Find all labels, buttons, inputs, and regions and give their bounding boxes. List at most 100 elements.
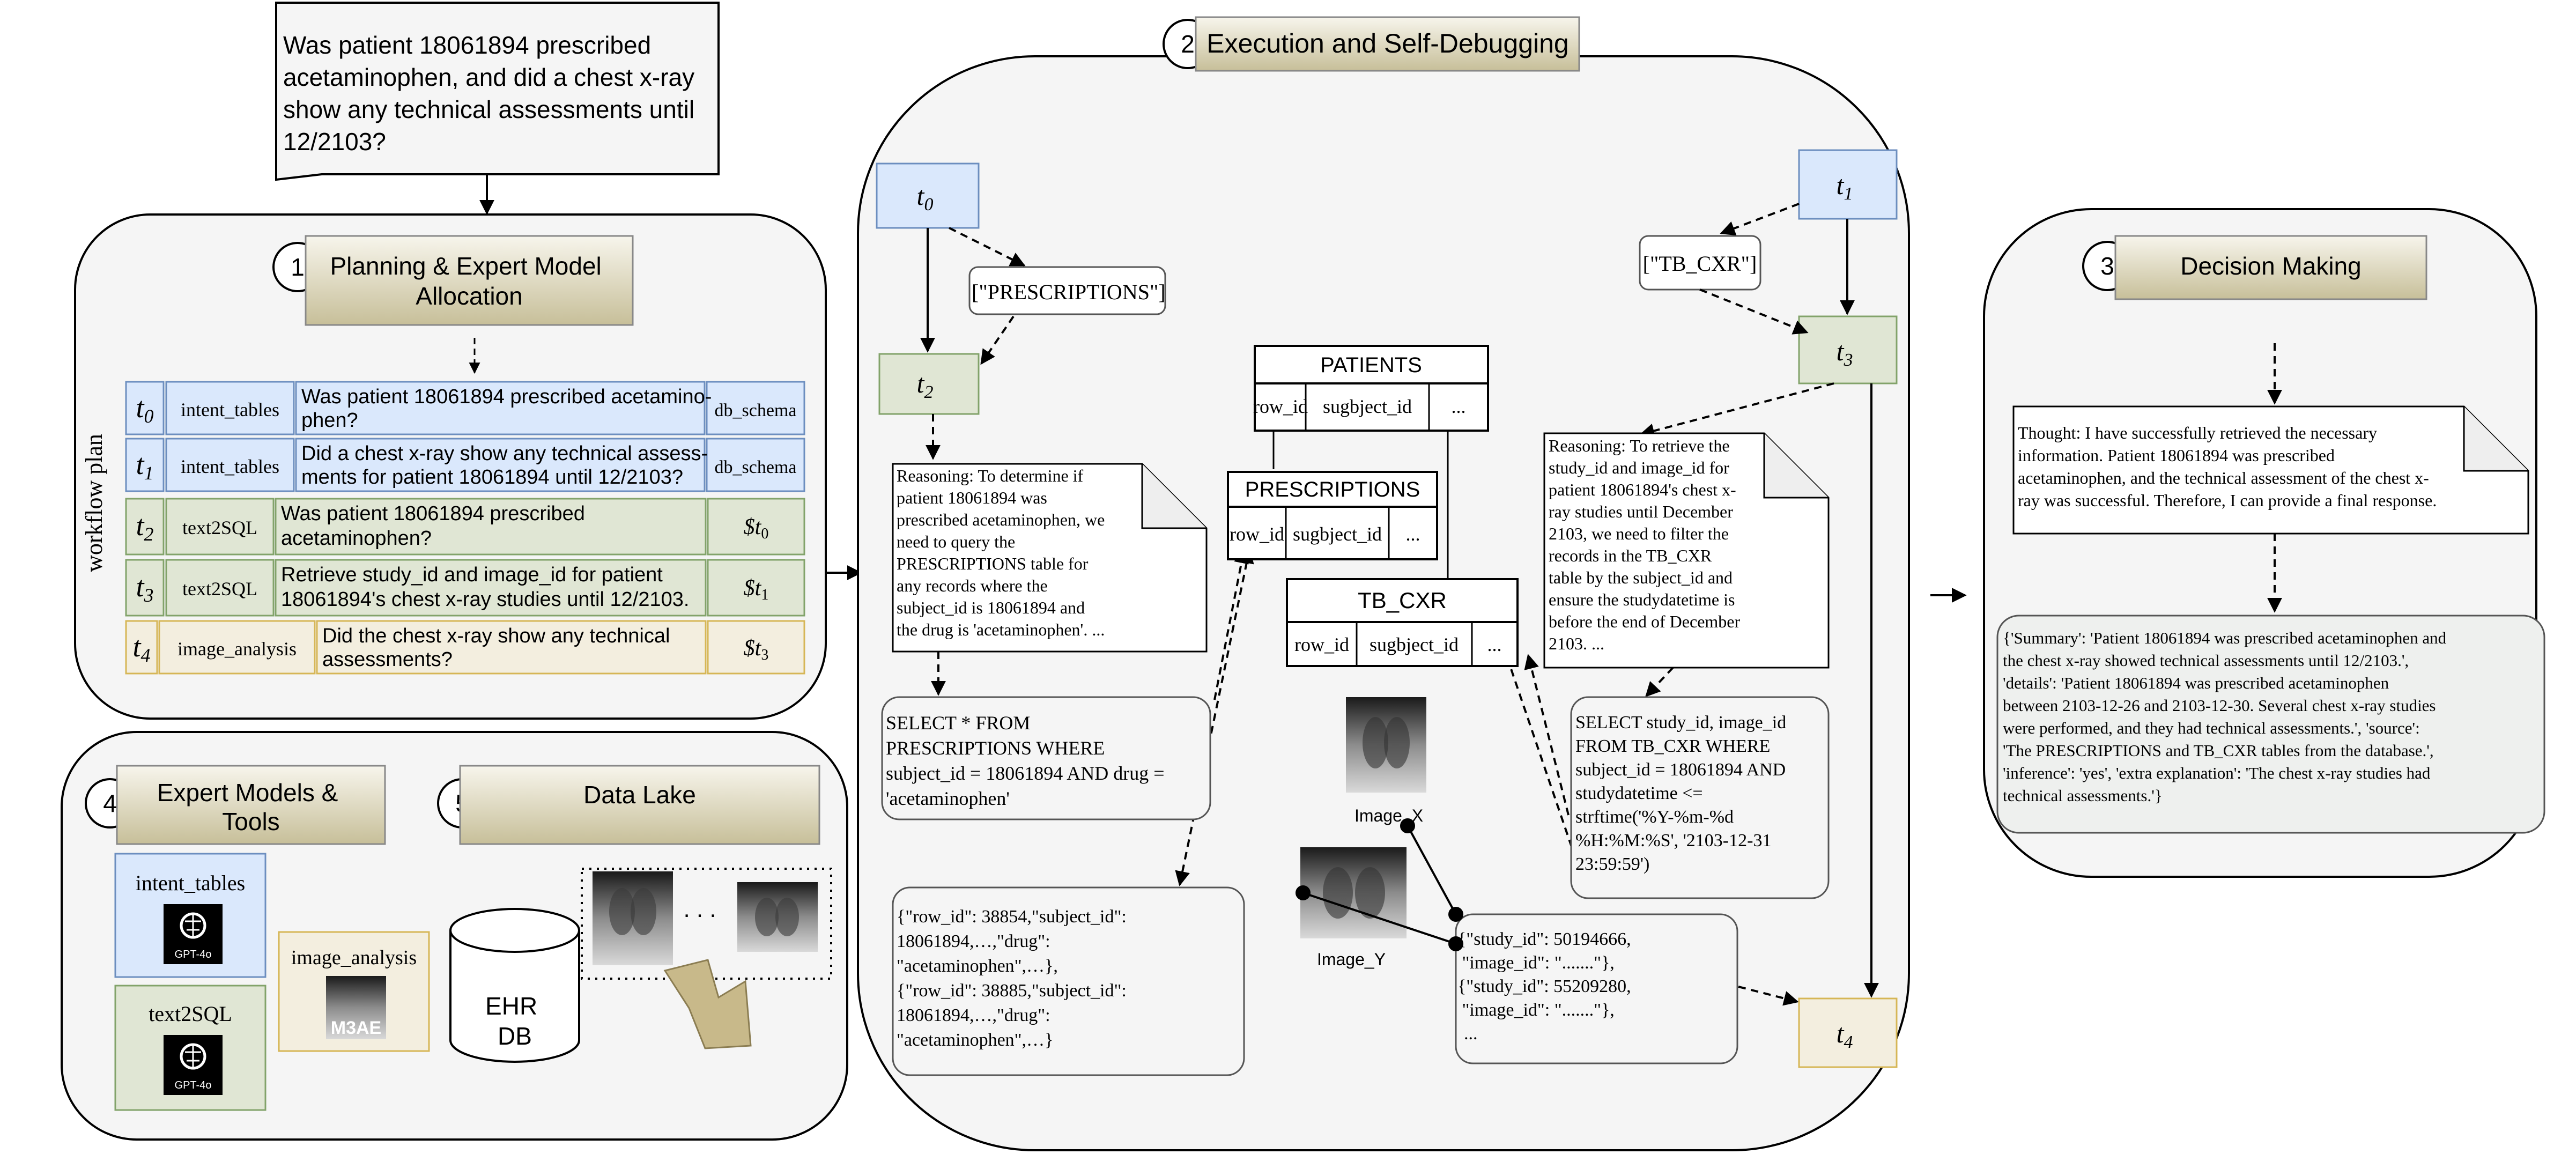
svg-text:$t0: $t0	[744, 515, 769, 542]
schema-table-tbcxr: TB_CXR row_id sugbject_id ...	[1286, 578, 1519, 667]
task-id: t	[136, 448, 145, 480]
svg-text:t4: t4	[1837, 1018, 1853, 1052]
workflow-plan-label: workflow plan	[81, 434, 107, 572]
sql-box-tbcxr: SELECT study_id, image_id FROM TB_CXR WH…	[1570, 696, 1830, 899]
task-id-sub: 3	[144, 585, 154, 606]
execution-arrows	[920, 203, 1879, 1006]
tool-card-name: text2SQL	[149, 1002, 232, 1026]
reasoning-line: 2103. ...	[1549, 634, 1604, 653]
reasoning-note-tbcxr: Reasoning: To retrieve the study_id and …	[1543, 432, 1830, 669]
subquestion: Did the chest x-ray show any technical	[322, 625, 670, 647]
task-id: t	[136, 571, 145, 603]
task-id-sub: 4	[141, 645, 151, 666]
workflow-plan-table: t 0 intent_tables Was patient 18061894 pr…	[125, 381, 805, 675]
ellipsis: . . .	[683, 896, 716, 922]
svg-text:Did a chest x-ray show any tec: Did a chest x-ray show any technical ass…	[301, 442, 708, 489]
subquestion: Retrieve study_id and image_id for patie…	[281, 564, 663, 586]
dependency: db_schema	[715, 401, 797, 420]
folder-icon	[663, 959, 752, 1049]
reasoning-line: any records where the	[897, 576, 1048, 595]
result-line: 18061894,…,"drug":	[897, 1005, 1050, 1025]
dependency-sub: 3	[761, 647, 768, 663]
node-label: t	[917, 368, 925, 398]
svg-text:$t3: $t3	[744, 636, 769, 663]
answer-line: 'details': 'Patient 18061894 was prescri…	[2003, 674, 2389, 692]
subquestion: acetaminophen?	[281, 527, 432, 550]
svg-text:t2: t2	[136, 509, 153, 545]
schema-table-prescriptions: PRESCRIPTIONS row_id sugbject_id ...	[1227, 471, 1438, 560]
task-node-t3: t3	[1798, 315, 1898, 384]
task-id: t	[136, 509, 145, 542]
tag-text: ["PRESCRIPTIONS"]	[972, 280, 1166, 304]
reasoning-line: patient 18061894's chest x-	[1549, 480, 1736, 499]
sql-line: subject_id = 18061894 AND drug =	[886, 763, 1165, 784]
subquestion: Was patient 18061894 prescribed	[281, 502, 585, 525]
reasoning-line: prescribed acetaminophen, we	[897, 510, 1105, 529]
reasoning-line: ensure the studydatetime is	[1549, 590, 1735, 609]
tool-name: image_analysis	[177, 638, 297, 660]
node-label: t	[1837, 336, 1845, 366]
reasoning-line: Reasoning: To retrieve the	[1549, 436, 1730, 455]
task-id: t	[132, 631, 142, 663]
sql-line: 'acetaminophen'	[886, 788, 1010, 809]
column-name: sugbject_id	[1323, 396, 1412, 417]
svg-text:{'Summary': 'Patient 18061894: {'Summary': 'Patient 18061894 was prescr…	[2003, 628, 2451, 805]
answer-line: the chest x-ray showed technical assessm…	[2003, 651, 2409, 670]
decision-header	[2114, 235, 2427, 300]
column-name: sugbject_id	[1293, 523, 1382, 545]
plan-row: t0 intent_tables Was patient 18061894 pr…	[125, 381, 805, 435]
result-box-tbcxr: {"study_id": 50194666, "image_id": "....…	[1455, 913, 1738, 1064]
reasoning-line: before the end of December	[1549, 612, 1740, 631]
column-name: ...	[1406, 523, 1420, 545]
svg-text:Reasoning: To determine if: Reasoning: To determine if patient 18061…	[897, 466, 1109, 639]
plan-row: t4 image_analysis Did the chest x-ray sh…	[125, 620, 805, 675]
svg-text:SELECT * FROM PRESCRIPTI: SELECT * FROM PRESCRIPTIONS WHERE subjec…	[886, 712, 1169, 809]
node-label-sub: 1	[1844, 184, 1853, 204]
tbcxr-tag: ["TB_CXR"]	[1639, 235, 1761, 291]
image-link-lines	[1296, 818, 1463, 951]
subquestion: Did a chest x-ray show any technical ass…	[301, 442, 708, 465]
m3ae-badge: M3AE	[331, 1018, 381, 1038]
result-line: "image_id": "......."},	[1457, 953, 1615, 973]
subquestion: phen?	[301, 409, 358, 432]
thought-note: Thought: I have successfully retrieved t…	[2012, 405, 2529, 535]
tools-title: Expert Models &	[157, 779, 338, 807]
sql-line: 23:59:59')	[1575, 854, 1649, 874]
result-line: "image_id": "......."},	[1457, 1000, 1615, 1020]
gpt-badge: GPT-4o	[175, 1079, 212, 1091]
svg-text:{"row_id": 38854,"subject_id":: {"row_id": 38854,"subject_id": 18061894,…	[897, 907, 1131, 1050]
answer-line: 'inference': 'yes', 'extra explanation':…	[2003, 764, 2431, 782]
result-line: "acetaminophen",…}	[897, 1030, 1053, 1050]
planning-title: Planning & Expert Model	[330, 252, 601, 280]
svg-text:t3: t3	[1837, 336, 1853, 370]
thought-line: Thought: I have successfully retrieved t…	[2018, 423, 2377, 442]
svg-text:Reasoning: To retrieve the: Reasoning: To retrieve the study_id and …	[1549, 436, 1744, 653]
svg-text:t1: t1	[136, 448, 153, 484]
reasoning-line: Reasoning: To determine if	[897, 466, 1084, 485]
subquestion: 18061894's chest x-ray studies until 12/…	[281, 588, 689, 611]
sql-line: studydatetime <=	[1575, 783, 1703, 803]
reasoning-line: need to query the	[897, 532, 1015, 551]
task-id-sub: 1	[144, 462, 154, 484]
result-line: {"study_id": 50194666,	[1457, 929, 1631, 949]
subquestion: assessments?	[322, 648, 453, 671]
task-id-sub: 0	[144, 405, 154, 427]
svg-text:$t1: $t1	[744, 576, 769, 603]
stage-number: 4	[103, 789, 117, 817]
final-answer-box: {'Summary': 'Patient 18061894 was prescr…	[1996, 615, 2545, 834]
plan-row: t2 text2SQL Was patient 18061894 prescri…	[125, 498, 805, 556]
table-name: PRESCRIPTIONS	[1245, 478, 1420, 501]
svg-text:Planning & Expert Model: Planning & Expert Model Allocation	[330, 252, 608, 310]
svg-text:Did the chest x-ray show any t: Did the chest x-ray show any technicalas…	[322, 625, 670, 671]
tool-name: intent_tables	[181, 399, 279, 420]
ehr-db-icon: EHR DB	[449, 908, 580, 1063]
query-line: 12/2103?	[283, 128, 386, 156]
tool-name: text2SQL	[182, 578, 257, 600]
svg-text:SELECT study_id, image_id: SELECT study_id, image_id FROM TB_CXR WH…	[1575, 713, 1791, 874]
svg-text:Expert Models & Tools: Expert Models & Tools	[157, 779, 345, 835]
gpt-badge: GPT-4o	[175, 949, 212, 960]
column-name: row_id	[1253, 396, 1308, 417]
reasoning-line: records in the TB_CXR	[1549, 546, 1712, 565]
tool-name: text2SQL	[182, 517, 257, 538]
